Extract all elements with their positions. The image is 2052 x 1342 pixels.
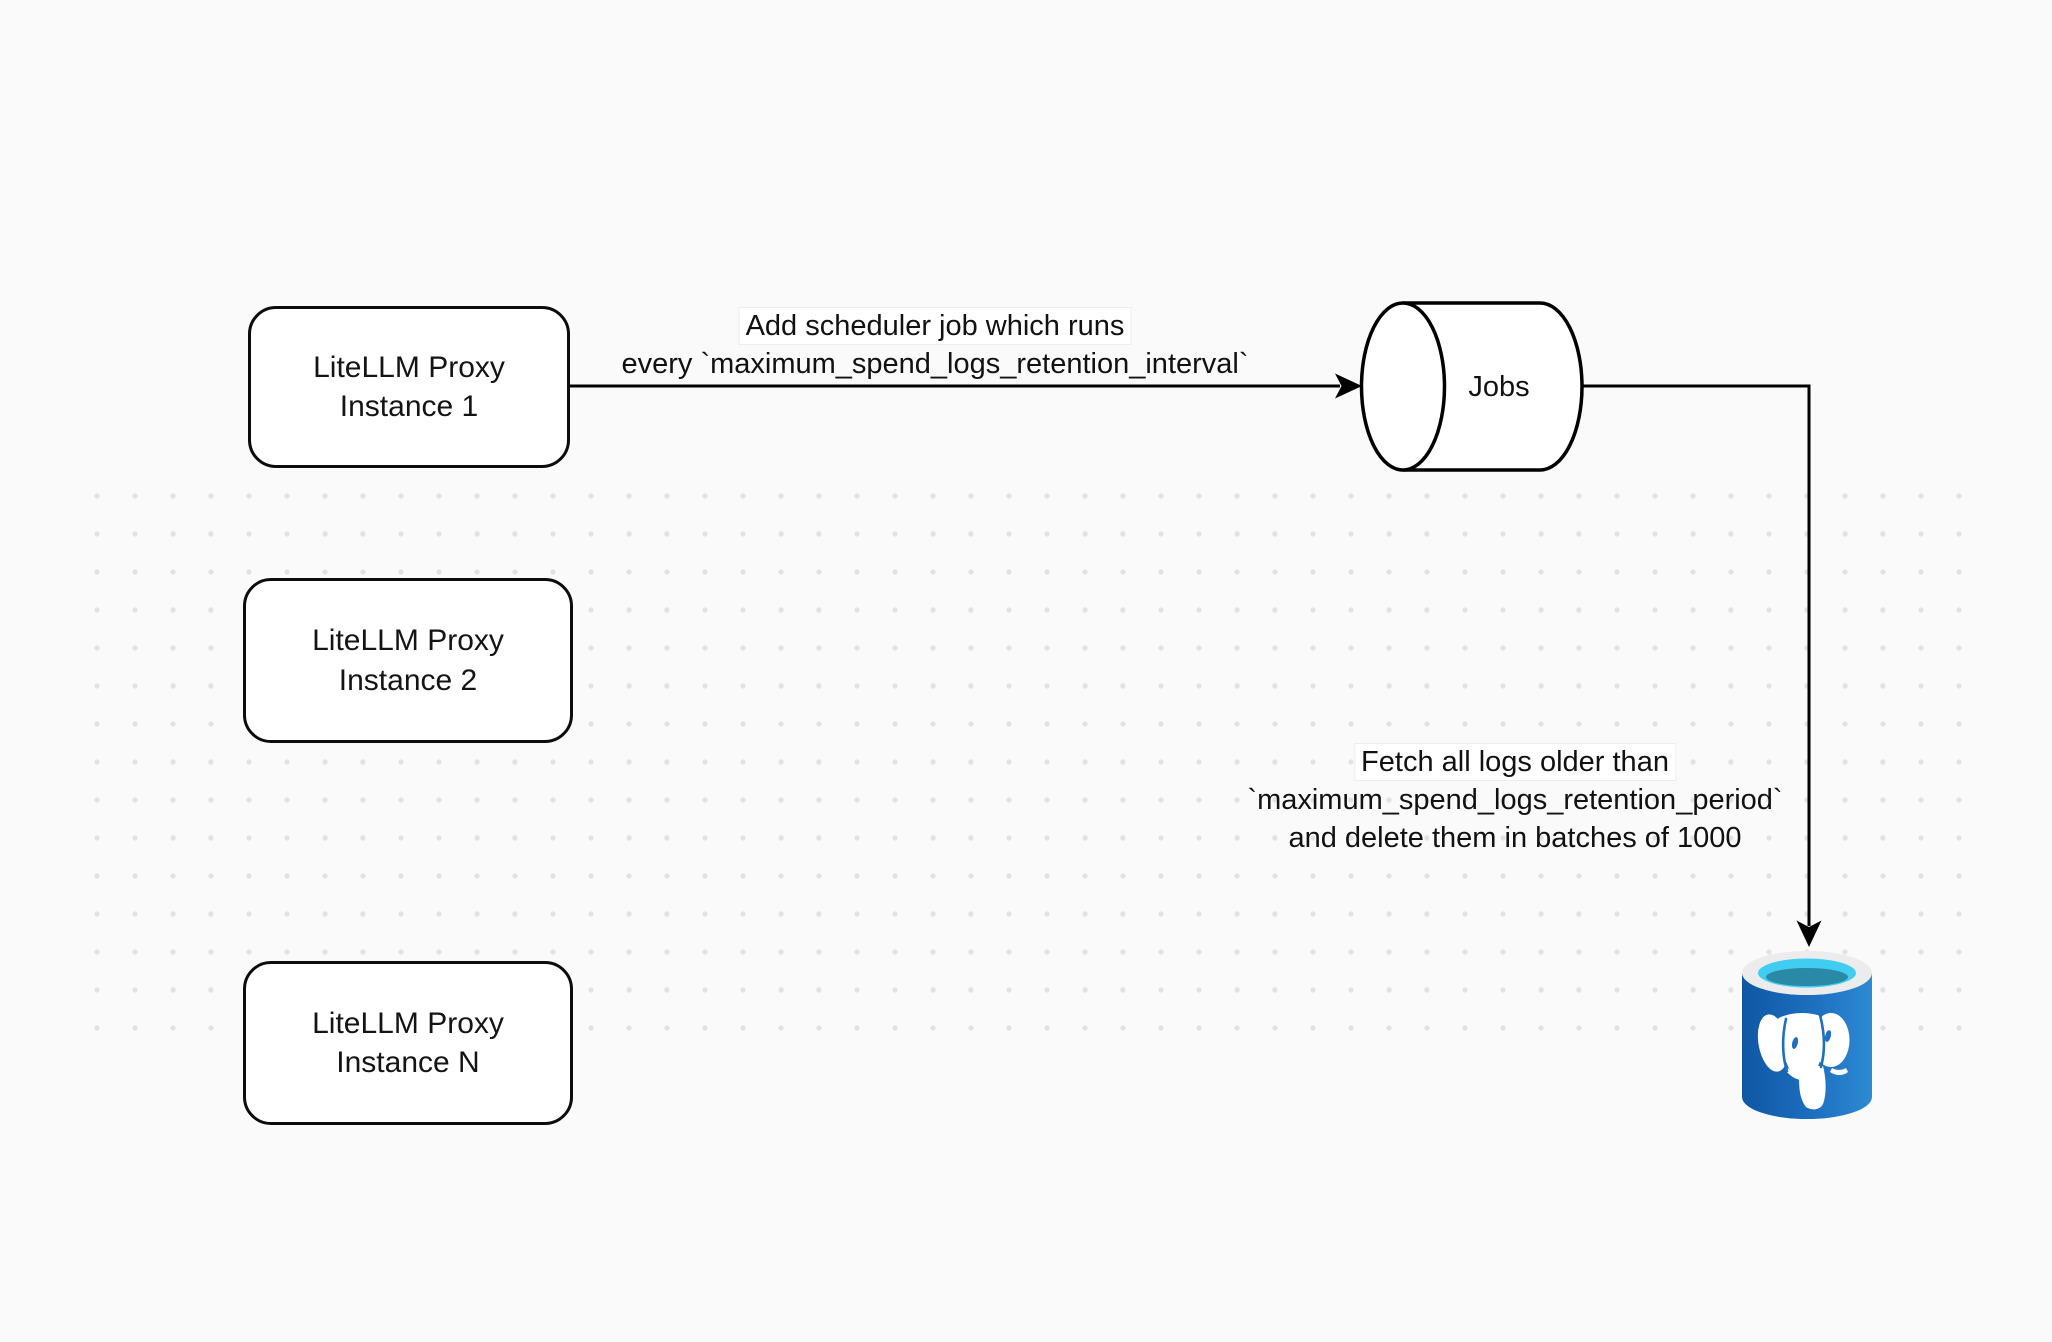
arrowhead-down-icon [1796, 920, 1822, 947]
edge1-label-line: Add scheduler job which runs [738, 307, 1132, 345]
node-litellm-proxy-instance-n: LiteLLM Proxy Instance N [243, 961, 573, 1125]
node-label-line: LiteLLM Proxy [313, 350, 505, 384]
edge2-label-line: Fetch all logs older than [1354, 743, 1676, 781]
jobs-queue-label: Jobs [1468, 371, 1530, 403]
edge1-label-line: every `maximum_spend_logs_retention_inte… [621, 348, 1249, 380]
edge1-label: Add scheduler job which runs every `maxi… [621, 307, 1249, 383]
postgresql-database-icon [1742, 951, 1872, 1119]
edge2-label-line: `maximum_spend_logs_retention_period` [1247, 784, 1783, 816]
edge-scheduler-arrow [570, 373, 1362, 399]
edge2-label-line: and delete them in batches of 1000 [1288, 822, 1742, 854]
arrowhead-right-icon [1335, 373, 1362, 399]
node-litellm-proxy-instance-1: LiteLLM Proxy Instance 1 [248, 306, 570, 468]
edge-delete-arrow [1582, 384, 1822, 947]
node-litellm-proxy-instance-2: LiteLLM Proxy Instance 2 [243, 578, 573, 743]
node-label-line: Instance 1 [339, 390, 479, 423]
jobs-queue-shape [1359, 301, 1584, 472]
edge2-label: Fetch all logs older than `maximum_spend… [1247, 743, 1783, 857]
node-label-line: Instance N [336, 1046, 480, 1079]
node-label-line: Instance 2 [338, 663, 478, 697]
node-label-line: LiteLLM Proxy [312, 1006, 504, 1040]
node-label-line: LiteLLM Proxy [312, 624, 504, 657]
